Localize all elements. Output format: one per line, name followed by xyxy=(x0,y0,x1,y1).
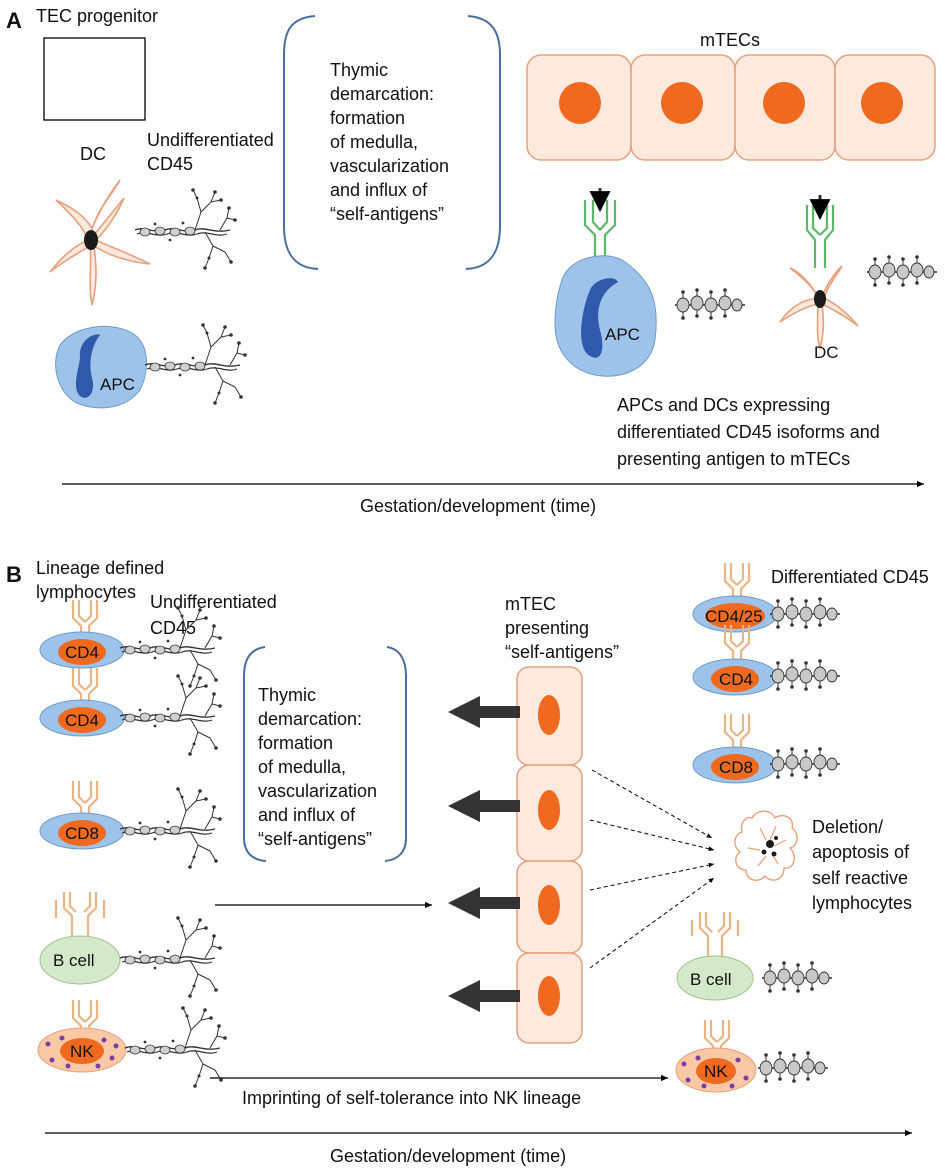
undifferentiated-b-line1: Undifferentiated xyxy=(150,592,277,612)
demarcation-text-a: Thymic demarcation: formation of medulla… xyxy=(330,60,449,224)
antigen-presentation-arrows xyxy=(448,696,520,1012)
cd45-differentiated-molecule xyxy=(674,287,746,321)
undifferentiated-b-line2: CD45 xyxy=(150,618,196,638)
left-b-cell: B cell xyxy=(39,892,223,999)
mtec-text-line: mTEC xyxy=(505,594,556,614)
cell-label: CD4 xyxy=(65,711,99,730)
dc-label: DC xyxy=(80,144,106,164)
demarcation-line: and influx of xyxy=(258,805,356,825)
right-bracket-b xyxy=(384,646,407,862)
mtec-nucleus xyxy=(538,790,560,830)
caption-line: APCs and DCs expressing xyxy=(617,395,830,415)
right-nk-cell: NK xyxy=(675,1018,829,1093)
cd45-differentiated-molecule xyxy=(866,254,938,288)
panel-b: B Lineage defined lymphocytes Undifferen… xyxy=(6,558,929,1166)
panel-a-letter: A xyxy=(6,8,22,33)
right-b-cell: B cell xyxy=(676,912,833,1001)
demarcation-line: demarcation: xyxy=(258,709,362,729)
demarcation-line: vascularization xyxy=(258,781,377,801)
cd45-undifferentiated-molecule xyxy=(144,322,248,406)
cell-label: NK xyxy=(70,1042,94,1061)
timeline-label-a: Gestation/development (time) xyxy=(360,496,596,516)
undifferentiated-label-line2: CD45 xyxy=(147,154,193,174)
left-bracket-b xyxy=(243,646,267,862)
panel-b-letter: B xyxy=(6,562,22,587)
demarcation-line: formation xyxy=(258,733,333,753)
cell-label: CD4 xyxy=(65,643,99,662)
differentiated-cd45-label: Differentiated CD45 xyxy=(771,567,929,587)
deletion-line: lymphocytes xyxy=(812,893,912,913)
apc-left-label: APC xyxy=(100,375,135,394)
cell-label: NK xyxy=(704,1062,728,1081)
demarcation-line: formation xyxy=(330,108,405,128)
demarcation-line: of medulla, xyxy=(258,757,346,777)
apc-presenting-icon xyxy=(554,188,657,377)
left-cd4-cell-1: CD4 xyxy=(39,598,223,689)
left-bracket xyxy=(283,15,319,270)
mtec-nucleus xyxy=(763,82,805,124)
right-cd4-25-cell: CD4/25 xyxy=(692,561,841,633)
tec-progenitor-label: TEC progenitor xyxy=(36,6,158,26)
cell-label: B cell xyxy=(690,970,732,989)
apc-right-label: APC xyxy=(605,325,640,344)
lineage-label-line2: lymphocytes xyxy=(36,582,136,602)
mtec-text-line: “self-antigens” xyxy=(505,642,619,662)
cd45-undifferentiated-molecule xyxy=(134,187,238,271)
mtec-nucleus xyxy=(538,885,560,925)
apc-cell-icon xyxy=(55,325,148,409)
apoptotic-cell-icon xyxy=(734,810,798,881)
tec-progenitor-box xyxy=(43,37,146,121)
timeline-label-b: Gestation/development (time) xyxy=(330,1146,566,1166)
lineage-label-line1: Lineage defined xyxy=(36,558,164,578)
right-cd8-cell: CD8 xyxy=(692,712,841,784)
demarcation-line: and influx of xyxy=(330,180,428,200)
dendritic-cell-icon xyxy=(49,179,151,306)
left-cd8-cell: CD8 xyxy=(39,779,223,870)
panel-a: A TEC progenitor DC Undifferentiated CD4… xyxy=(6,6,938,516)
dendritic-cell-presenting-icon xyxy=(779,195,859,351)
demarcation-line: “self-antigens” xyxy=(330,204,444,224)
mtecs-title: mTECs xyxy=(700,30,760,50)
caption-line: presenting antigen to mTECs xyxy=(617,449,850,469)
caption-line: differentiated CD45 isoforms and xyxy=(617,422,880,442)
demarcation-line: of medulla, xyxy=(330,132,418,152)
demarcation-text-b: Thymic demarcation: formation of medulla… xyxy=(258,685,377,849)
cell-label: CD8 xyxy=(719,758,753,777)
undifferentiated-label-line1: Undifferentiated xyxy=(147,130,274,150)
mtec-nucleus xyxy=(538,976,560,1016)
imprinting-label: Imprinting of self-tolerance into NK lin… xyxy=(242,1088,581,1108)
cell-label: B cell xyxy=(53,951,95,970)
mtec-nucleus xyxy=(861,82,903,124)
right-bracket xyxy=(465,15,501,270)
demarcation-line: Thymic xyxy=(258,685,316,705)
cell-label: CD4 xyxy=(719,670,753,689)
mtec-nucleus xyxy=(559,82,601,124)
dc-right-label: DC xyxy=(814,343,839,362)
mtec-nucleus xyxy=(661,82,703,124)
deletion-dashed-arrows xyxy=(589,769,715,969)
demarcation-line: Thymic xyxy=(330,60,388,80)
demarcation-line: vascularization xyxy=(330,156,449,176)
deletion-line: self reactive xyxy=(812,868,908,888)
right-cd4-cell: CD4 xyxy=(692,623,841,696)
mtec-text-line: presenting xyxy=(505,618,589,638)
demarcation-line: “self-antigens” xyxy=(258,829,372,849)
mtec-row xyxy=(526,54,936,161)
cell-label: CD8 xyxy=(65,824,99,843)
cell-label: CD4/25 xyxy=(705,607,763,626)
deletion-text: Deletion/ apoptosis of self reactive lym… xyxy=(812,817,912,913)
deletion-line: Deletion/ xyxy=(812,817,883,837)
left-nk-cell: NK xyxy=(37,998,228,1089)
mtec-nucleus xyxy=(538,695,560,735)
mtec-column xyxy=(516,666,583,1044)
mtec-presenting-text: mTEC presenting “self-antigens” xyxy=(505,594,619,662)
panel-a-caption: APCs and DCs expressing differentiated C… xyxy=(617,395,880,469)
demarcation-line: demarcation: xyxy=(330,84,434,104)
deletion-line: apoptosis of xyxy=(812,842,910,862)
left-cd4-cell-2: CD4 xyxy=(39,666,223,757)
